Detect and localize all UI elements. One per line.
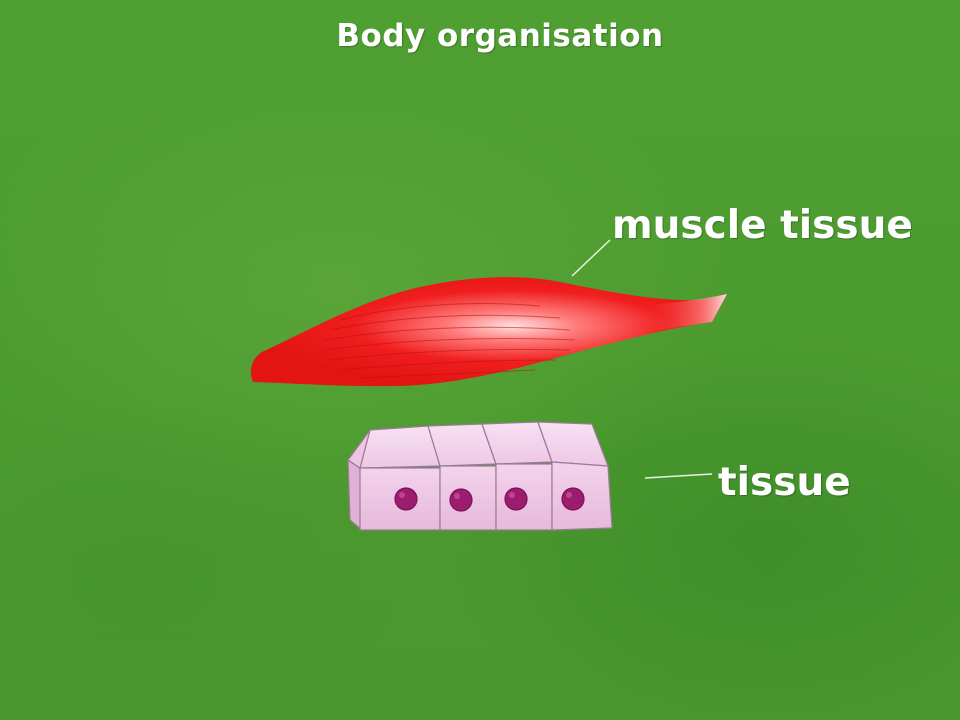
muscle-fiber-lines [324,303,576,379]
cell-nucleus-1 [394,487,418,511]
tissue-illustration [347,421,613,532]
muscle-body [250,277,727,387]
slide-title: Body organisation [336,18,664,54]
nucleus-highlight-3 [509,492,515,498]
nucleus-highlight-1 [399,492,405,498]
cell-nucleus-2 [449,488,473,512]
nucleus-highlight-4 [566,492,572,498]
cell-nucleus-3 [504,487,528,511]
cell-side-left-top [347,429,371,469]
tissue-pointer-line [644,473,713,479]
muscle-tissue-pointer-line [571,239,611,277]
muscle-tendon-tip [640,294,727,334]
muscle-tissue-label: muscle tissue [612,203,913,248]
muscle-tissue-illustration [250,277,727,387]
cell-nucleus-4 [561,487,585,511]
tissue-label: tissue [718,460,851,505]
cell-top-1 [359,425,441,469]
nucleus-highlight-2 [454,493,460,499]
